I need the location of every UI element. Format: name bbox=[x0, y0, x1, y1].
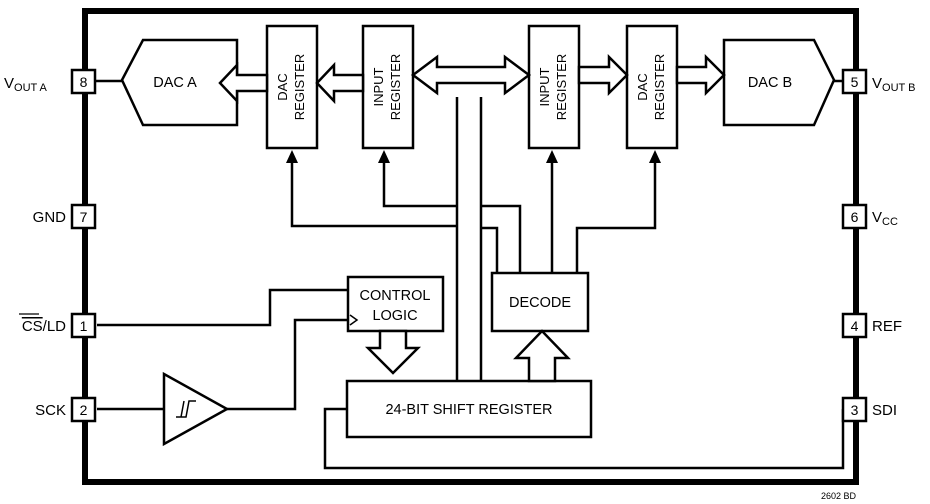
pin-sdi-label: SDI bbox=[872, 402, 897, 419]
schmitt-buffer bbox=[162, 371, 230, 447]
pin-4-box bbox=[841, 312, 868, 339]
pin-5-number: 5 bbox=[851, 74, 859, 90]
wires bbox=[97, 97, 845, 470]
input-register-b-label-1: INPUT bbox=[537, 67, 552, 106]
pin-2-number: 2 bbox=[80, 402, 88, 418]
dac-register-b-label-2: REGISTER bbox=[652, 54, 667, 120]
pin-7-number: 7 bbox=[80, 209, 88, 225]
control-logic-label-1: CONTROL bbox=[360, 288, 431, 304]
shift-register-block bbox=[345, 379, 593, 439]
input-register-b bbox=[527, 24, 581, 150]
pin-4-number: 4 bbox=[851, 318, 859, 334]
pin-6-box bbox=[841, 203, 868, 230]
decode-block bbox=[490, 271, 590, 333]
pin-6-number: 6 bbox=[851, 209, 859, 225]
shift-register-label: 24-BIT SHIFT REGISTER bbox=[385, 402, 552, 418]
pin-vout-b-label: VOUT B bbox=[872, 75, 915, 94]
data-arrows bbox=[218, 53, 726, 383]
pin-3-number: 3 bbox=[851, 402, 859, 418]
dac-a-label: DAC A bbox=[153, 75, 197, 91]
pin-vcc-label: VCC bbox=[872, 209, 898, 228]
dac-register-a-label-2: REGISTER bbox=[292, 54, 307, 120]
dac-register-a-label-1: DAC bbox=[275, 73, 290, 100]
pin-7-box bbox=[70, 203, 97, 230]
input-register-b-label-2: REGISTER bbox=[554, 54, 569, 120]
pin-1-number: 1 bbox=[80, 318, 88, 334]
control-logic-block bbox=[346, 275, 445, 333]
dac-b-label: DAC B bbox=[748, 75, 792, 91]
figure-code: 2602 BD bbox=[821, 491, 857, 501]
package-outline bbox=[82, 8, 859, 485]
pin-2-box bbox=[70, 396, 97, 423]
pin-ref-label: REF bbox=[872, 318, 902, 335]
input-register-a-label-2: REGISTER bbox=[388, 54, 403, 120]
pin-3-box bbox=[841, 396, 868, 423]
pin-8-number: 8 bbox=[80, 74, 88, 90]
pin-vout-a-label: VOUT A bbox=[4, 75, 47, 94]
pin-cs-ld-label: CS/LD bbox=[22, 318, 66, 335]
decode-label: DECODE bbox=[509, 295, 571, 311]
input-register-a-label-1: INPUT bbox=[371, 67, 386, 106]
pin-1-box bbox=[70, 312, 97, 339]
clock-caret bbox=[349, 314, 359, 326]
pin-sck-label: SCK bbox=[35, 402, 66, 419]
dac-register-b bbox=[625, 24, 679, 150]
arrowheads bbox=[286, 150, 661, 163]
dac-register-b-label-1: DAC bbox=[635, 73, 650, 100]
dac-b-block bbox=[722, 38, 836, 127]
control-logic-label-2: LOGIC bbox=[372, 308, 417, 324]
pin-gnd-label: GND bbox=[33, 209, 67, 226]
